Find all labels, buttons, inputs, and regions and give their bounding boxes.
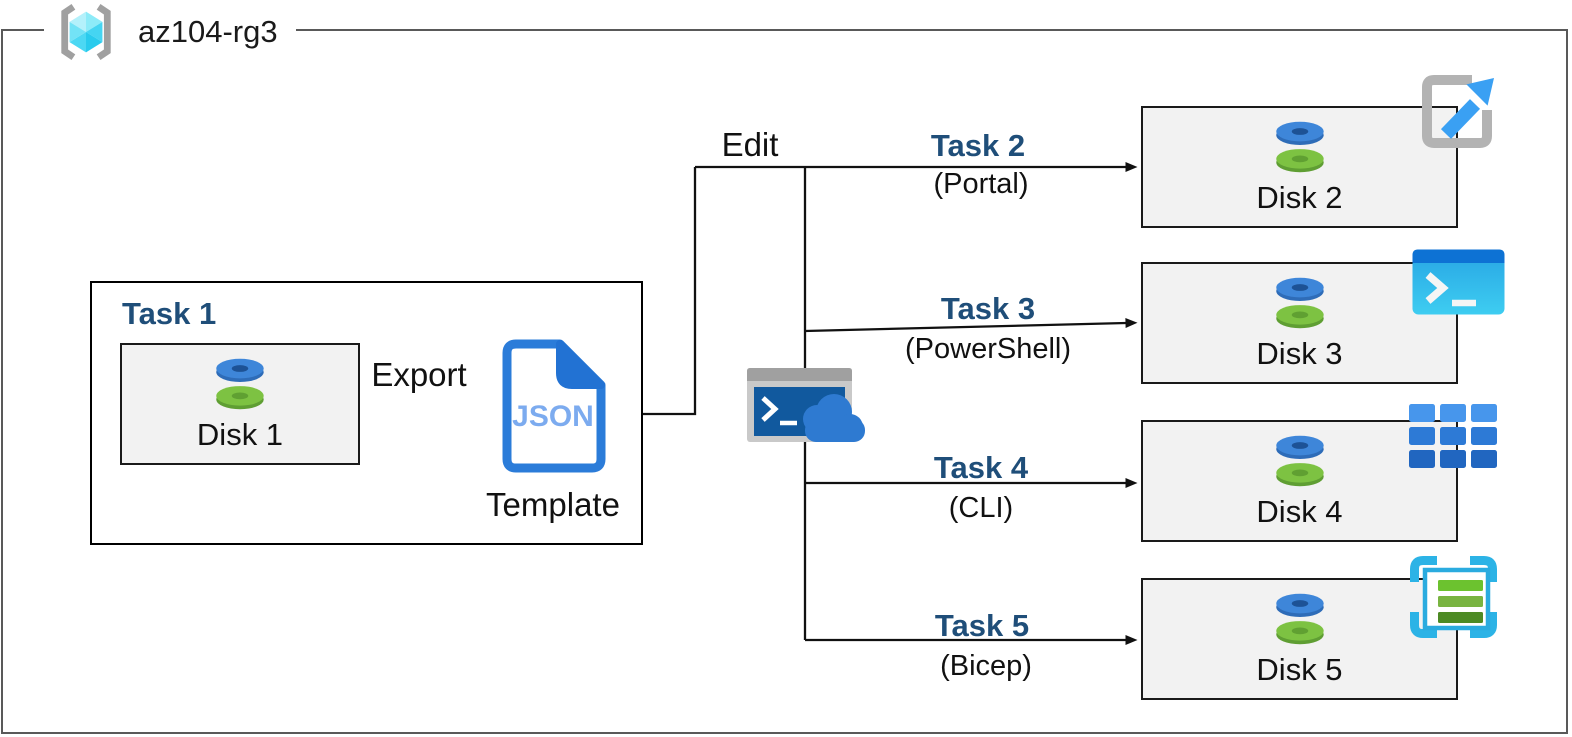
powershell-icon	[1412, 249, 1505, 315]
azure-portal-icon	[1422, 75, 1494, 148]
disk-box-1: Disk 1	[120, 343, 360, 465]
task5-label: Task 5	[934, 608, 1030, 643]
disk-label-5: Disk 5	[1256, 652, 1343, 687]
managed-disk-icon	[1267, 273, 1333, 333]
task1-group-box: Task 1 Disk 1	[90, 281, 643, 545]
json-file-icon: JSON	[496, 337, 608, 475]
disk-box-2: Disk 2	[1141, 106, 1458, 228]
managed-disk-icon	[1267, 117, 1333, 177]
cloud-shell-icon	[747, 367, 867, 452]
task4-method: (CLI)	[948, 492, 1014, 524]
managed-disk-icon	[1267, 431, 1333, 491]
resource-group-name: az104-rg3	[138, 14, 278, 49]
disk-box-4: Disk 4	[1141, 420, 1458, 542]
task4-label: Task 4	[933, 450, 1029, 485]
disk-box-3: Disk 3	[1141, 262, 1458, 384]
task3-label: Task 3	[940, 291, 1036, 326]
arm-template-icon	[1410, 556, 1497, 638]
managed-disk-icon	[1267, 589, 1333, 649]
task2-label: Task 2	[930, 128, 1026, 163]
azure-cli-icon	[1409, 404, 1497, 468]
template-caption: Template	[486, 486, 620, 523]
task1-title: Task 1	[122, 296, 217, 331]
json-badge-text: JSON	[512, 400, 594, 433]
task5-method: (Bicep)	[940, 650, 1032, 682]
disk-label-1: Disk 1	[196, 417, 284, 452]
managed-disk-icon	[207, 354, 273, 414]
task2-method: (Portal)	[933, 168, 1029, 200]
resource-group-header: az104-rg3	[44, 0, 296, 64]
connector-task3-arrow	[804, 318, 1138, 333]
resource-group-boundary	[1, 29, 1568, 734]
disk-label-4: Disk 4	[1256, 494, 1343, 529]
cloud-glyph	[803, 394, 865, 442]
edit-label: Edit	[721, 126, 779, 163]
disk-box-5: Disk 5	[1141, 578, 1458, 700]
disk-label-3: Disk 3	[1256, 336, 1343, 371]
connector-edit-elbow	[643, 167, 697, 416]
export-label: Export	[371, 356, 467, 393]
resource-group-icon	[61, 4, 111, 60]
disk-label-2: Disk 2	[1256, 180, 1343, 215]
task3-method: (PowerShell)	[905, 333, 1071, 365]
